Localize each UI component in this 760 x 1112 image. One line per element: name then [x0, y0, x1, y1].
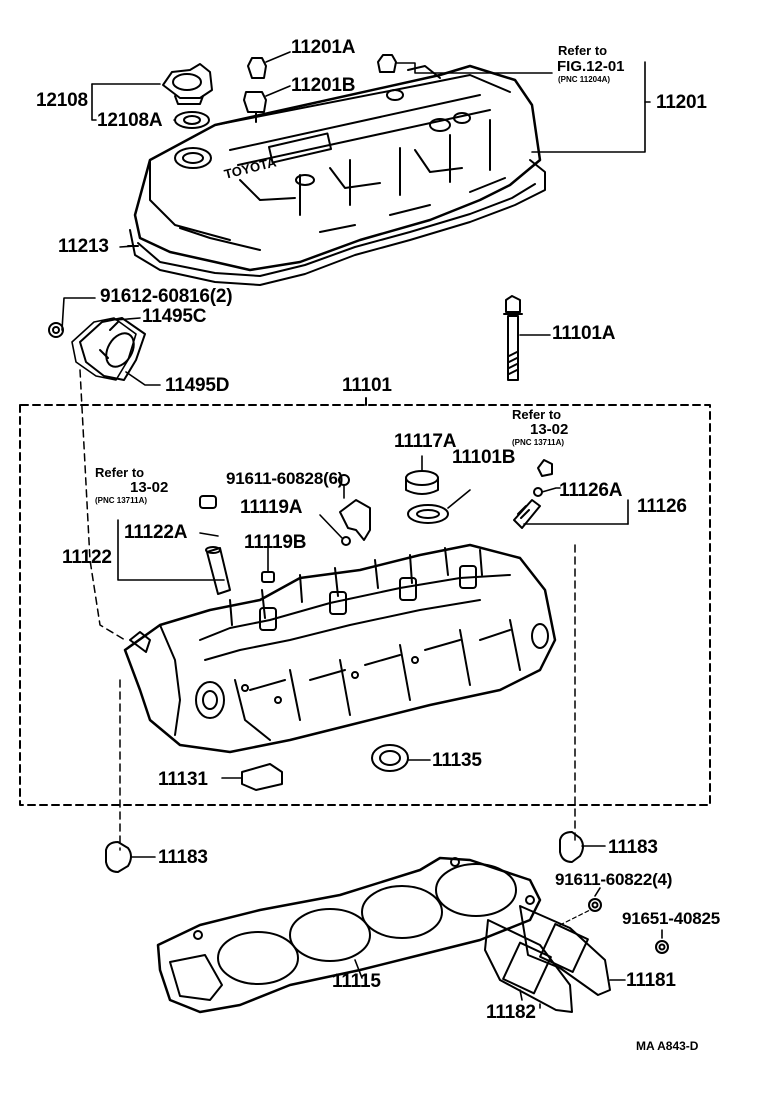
label-11126: 11126	[637, 496, 687, 517]
label-11135: 11135	[432, 750, 482, 771]
oil-filler-cap	[162, 63, 213, 129]
label-11101B: 11101B	[452, 447, 516, 468]
label-11495C: 11495C	[142, 306, 207, 327]
label-11101: 11101	[342, 375, 392, 396]
intake-gaskets	[484, 887, 669, 1013]
label-11122: 11122	[62, 547, 112, 568]
head-bolt	[503, 295, 551, 381]
label-11181: 11181	[626, 970, 676, 991]
reference-text-3: Refer to	[95, 465, 145, 480]
label-11117A: 11117A	[394, 431, 457, 452]
reference-pnc-1: (PNC 11204A)	[558, 75, 611, 84]
reference-figure-2: 13-02	[530, 421, 569, 438]
head-small-parts	[117, 455, 629, 791]
label-11495D: 11495D	[165, 375, 230, 396]
label-11201B: 11201B	[291, 75, 356, 96]
cover-emboss-text: TOYOTA	[223, 154, 279, 182]
label-11115: 11115	[332, 971, 381, 992]
footer-code: MA A843-D	[636, 1039, 699, 1053]
label-11213: 11213	[58, 236, 109, 257]
water-outlet-housing	[48, 297, 161, 386]
label-11201A: 11201A	[291, 37, 356, 58]
label-11119B: 11119B	[244, 532, 307, 553]
label-12108A: 12108A	[97, 110, 163, 131]
cylinder-head-plugs	[105, 831, 606, 873]
label-11119A: 11119A	[240, 497, 303, 518]
reference-pnc-3: (PNC 13711A)	[95, 496, 148, 505]
label-11122A: 11122A	[124, 522, 188, 543]
reference-figure-1: FIG.12-01	[557, 58, 625, 75]
label-91612-60816: 91612-60816(2)	[100, 286, 233, 307]
reference-text-2: Refer to	[512, 407, 562, 422]
reference-pnc-2: (PNC 13711A)	[512, 438, 565, 447]
sub-assembly-frame	[19, 369, 711, 851]
label-11101A: 11101A	[552, 323, 616, 344]
label-11201: 11201	[656, 92, 707, 113]
label-12108: 12108	[36, 90, 88, 111]
label-91611-60822: 91611-60822(4)	[555, 870, 673, 889]
label-91651-40825: 91651-40825	[622, 909, 721, 928]
cover-leaders	[91, 51, 651, 248]
cylinder-head-cover: TOYOTA	[133, 64, 542, 272]
head-cover-seals	[243, 54, 397, 123]
cylinder-head	[123, 543, 557, 754]
label-11183-left: 11183	[158, 847, 208, 868]
head-cover-gasket	[127, 159, 546, 286]
reference-text-1: Refer to	[558, 43, 608, 58]
reference-figure-3: 13-02	[130, 479, 169, 496]
label-91611-60828: 91611-60828(6)	[226, 469, 344, 488]
label-11131: 11131	[158, 769, 208, 790]
cylinder-head-gasket	[156, 856, 542, 1014]
label-11183-right: 11183	[608, 837, 658, 858]
label-11126A: 11126A	[559, 480, 623, 501]
label-11182: 11182	[486, 1002, 536, 1023]
